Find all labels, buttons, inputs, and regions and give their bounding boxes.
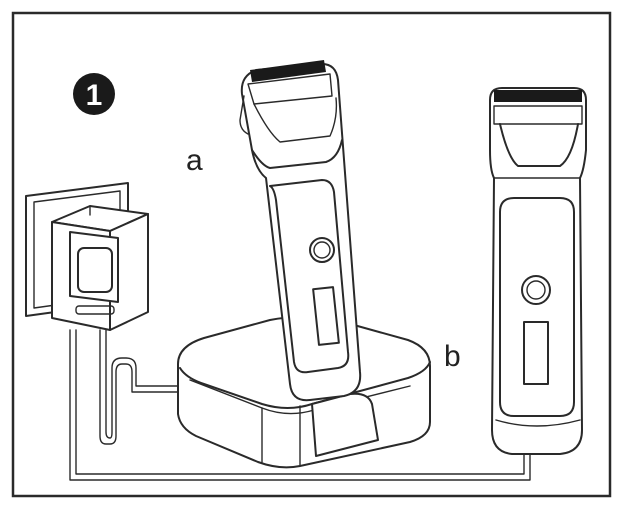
label-a: a [186, 144, 203, 177]
step-badge: 1 [73, 73, 115, 115]
power-adapter-icon [51, 205, 149, 331]
clipper-b [489, 87, 587, 455]
label-b: b [444, 340, 461, 373]
diagram-border [11, 11, 612, 498]
cable-to-base [69, 329, 531, 481]
step-number: 1 [86, 79, 103, 112]
clipper-a [239, 60, 362, 402]
